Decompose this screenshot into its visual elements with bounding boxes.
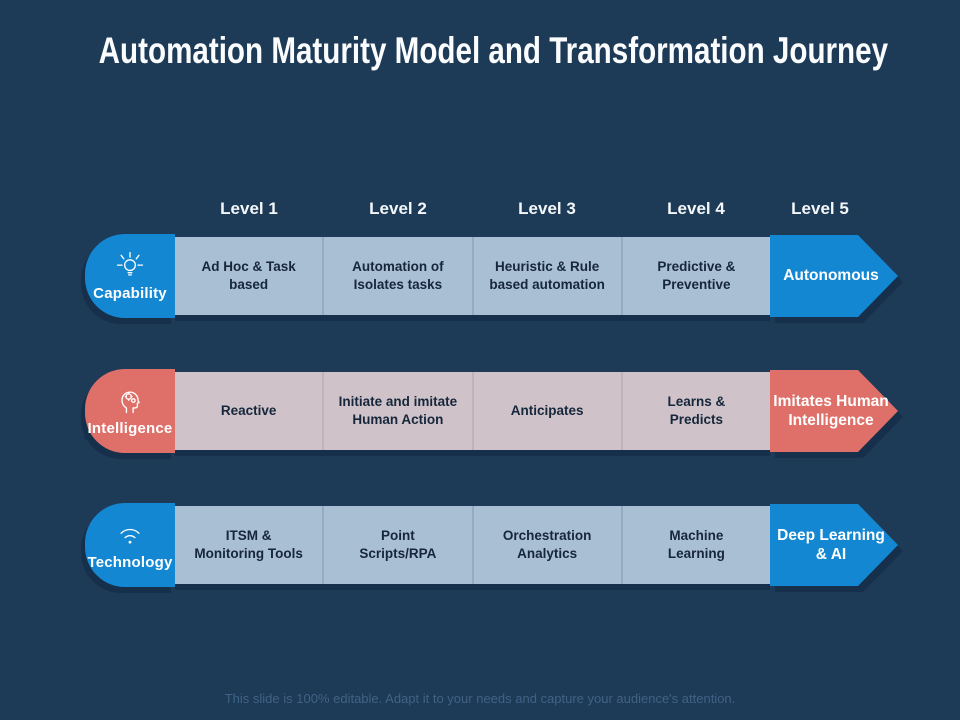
capability-arrow: Autonomous bbox=[770, 235, 898, 317]
level-header-5: Level 5 bbox=[791, 199, 849, 218]
cell-technology-level3: Orchestration Analytics bbox=[471, 506, 621, 584]
row-label: Intelligence bbox=[87, 420, 173, 437]
level-header-4: Level 4 bbox=[667, 199, 725, 218]
row-capability: Capability Ad Hoc & Task based Automatio… bbox=[0, 234, 960, 318]
cell-intelligence-level2: Initiate and imitate Human Action bbox=[322, 372, 471, 450]
page-title-text: Automation Maturity Model and Transforma… bbox=[98, 30, 889, 71]
cell-capability-level2: Automation of Isolates tasks bbox=[322, 237, 471, 315]
cell-technology-level1: ITSM & Monitoring Tools bbox=[194, 528, 303, 561]
cell-intelligence-level3: Anticipates bbox=[471, 372, 621, 450]
cell-technology-level2: Point Scripts/RPA bbox=[322, 506, 471, 584]
lightbulb-icon bbox=[114, 250, 146, 282]
cell-capability-level1: Ad Hoc & Task based bbox=[201, 259, 296, 292]
mind-gears-icon bbox=[114, 385, 146, 417]
row-label: Capability bbox=[93, 285, 167, 302]
arrow-label: Autonomous bbox=[783, 267, 879, 285]
technology-band: ITSM & Monitoring Tools Point Scripts/RP… bbox=[175, 506, 770, 584]
intelligence-band: Reactive Initiate and imitate Human Acti… bbox=[175, 372, 770, 450]
row-intelligence: Intelligence Reactive Initiate and imita… bbox=[0, 369, 960, 453]
technology-pill: Technology bbox=[85, 503, 175, 587]
capability-pill: Capability bbox=[85, 234, 175, 318]
row-technology: Technology ITSM & Monitoring Tools Point… bbox=[0, 503, 960, 587]
row-label: Technology bbox=[87, 554, 173, 571]
capability-band: Ad Hoc & Task based Automation of Isolat… bbox=[175, 237, 770, 315]
level-header-1: Level 1 bbox=[220, 199, 278, 218]
cell-capability-level4: Predictive & Preventive bbox=[620, 237, 770, 315]
cell-intelligence-level1: Reactive bbox=[220, 403, 277, 419]
wifi-icon bbox=[114, 519, 146, 551]
technology-arrow: Deep Learning & AI bbox=[770, 504, 898, 586]
page-title: Automation Maturity Model and Transforma… bbox=[0, 30, 960, 72]
level-header-2: Level 2 bbox=[369, 199, 427, 218]
cell-capability-level3: Heuristic & Rule based automation bbox=[471, 237, 621, 315]
arrow-label: Imitates Human Intelligence bbox=[773, 392, 889, 429]
cell-technology-level4: Machine Learning bbox=[620, 506, 770, 584]
level-header-3: Level 3 bbox=[518, 199, 576, 218]
footer-note: This slide is 100% editable. Adapt it to… bbox=[224, 691, 736, 706]
intelligence-pill: Intelligence bbox=[85, 369, 175, 453]
intelligence-arrow: Imitates Human Intelligence bbox=[770, 370, 898, 452]
arrow-label: Deep Learning & AI bbox=[777, 526, 885, 563]
cell-intelligence-level4: Learns & Predicts bbox=[620, 372, 770, 450]
